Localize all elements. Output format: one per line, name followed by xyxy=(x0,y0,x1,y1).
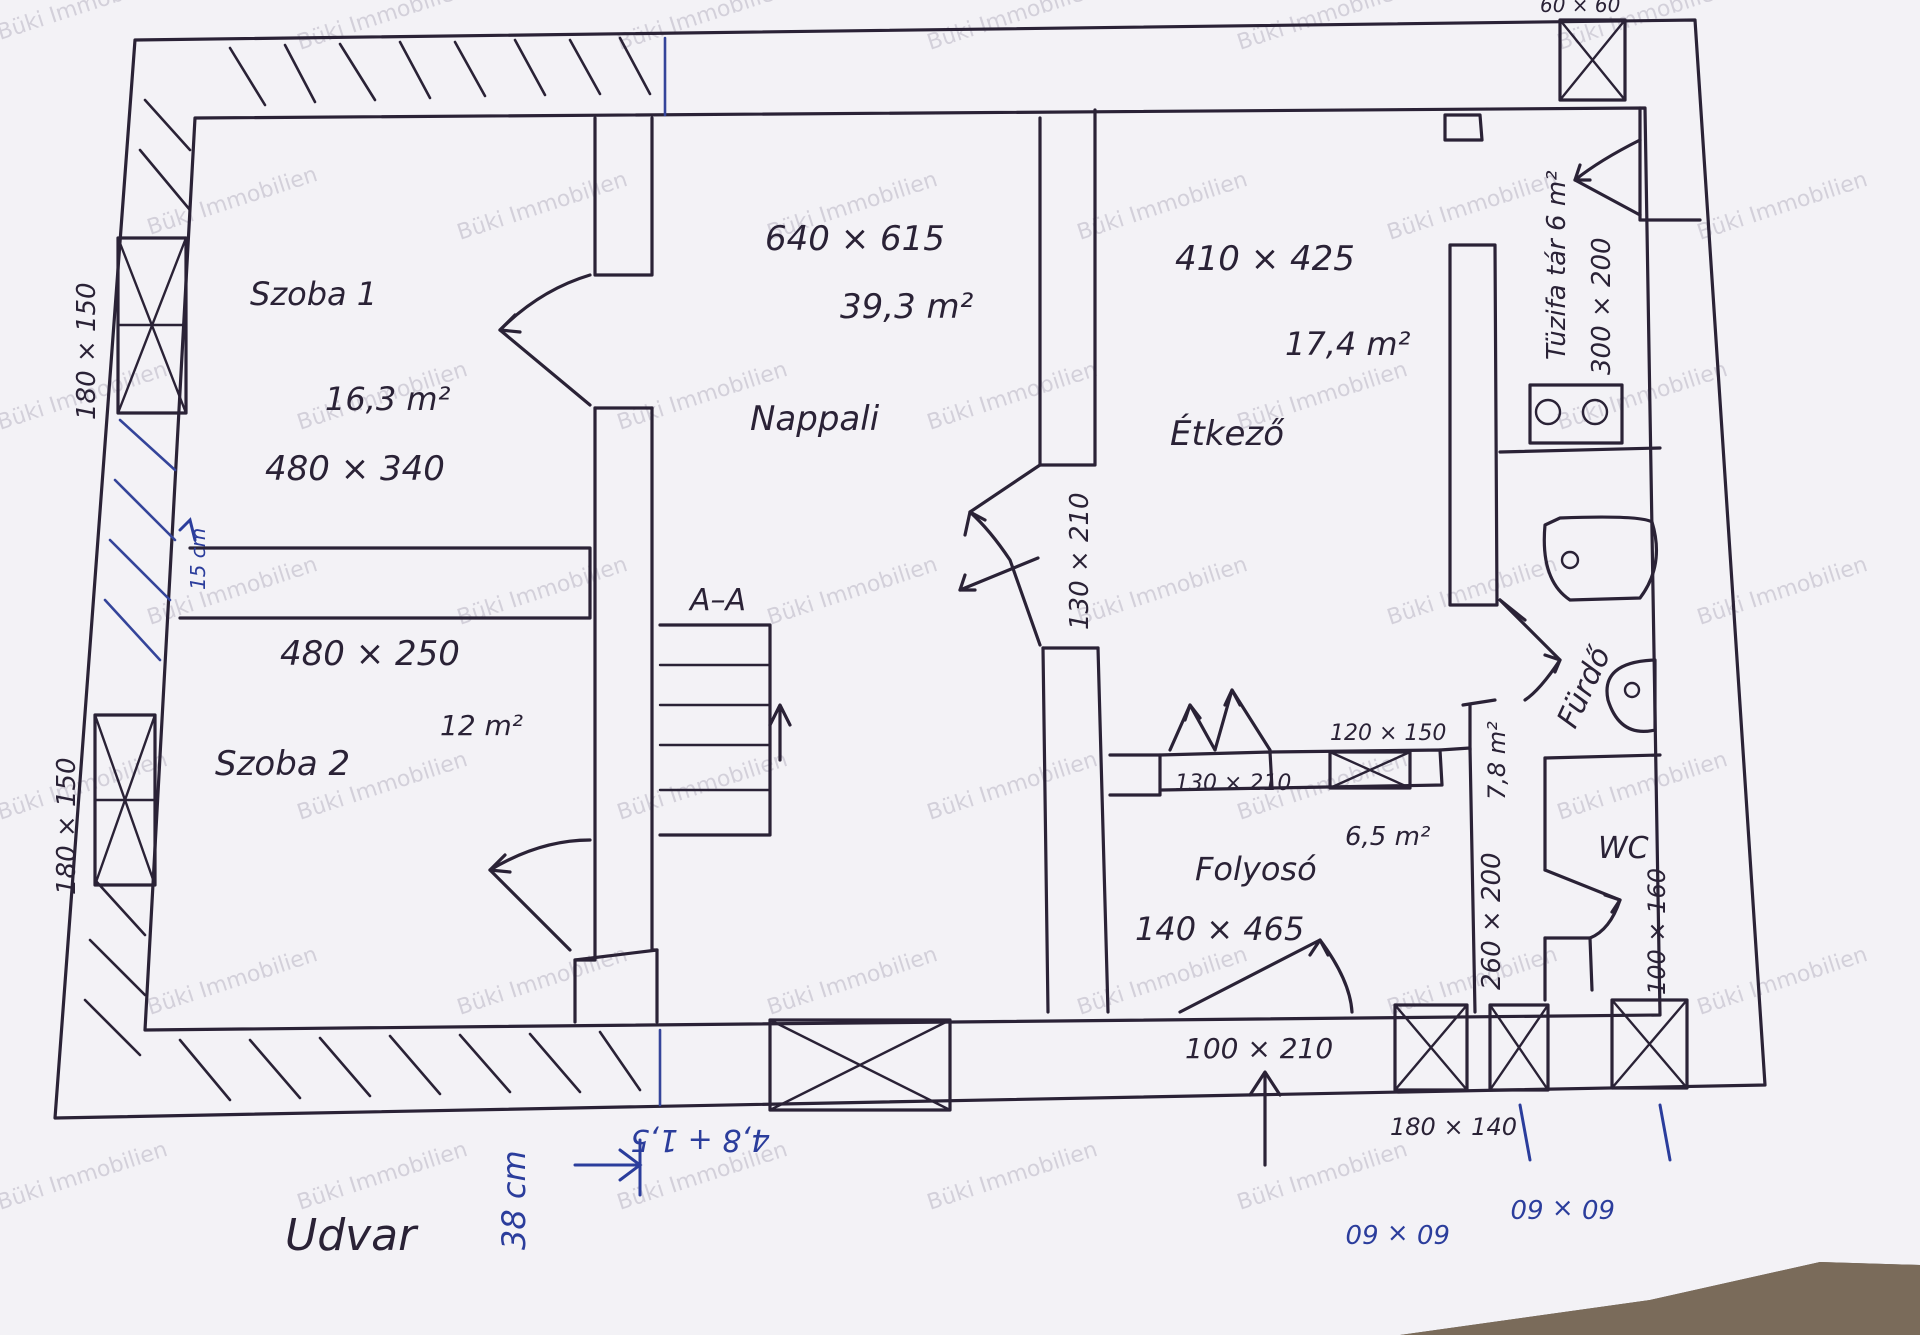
windows xyxy=(93,18,1689,1112)
room-dims-folyoso: 140 × 465 xyxy=(1135,910,1304,948)
hall-door-box xyxy=(1328,750,1412,790)
stove-fixture xyxy=(1528,383,1624,445)
room-dims-szoba2: 480 × 250 xyxy=(280,634,460,674)
udvar-label: Udvar xyxy=(285,1210,419,1261)
window-bottom-1 xyxy=(1393,1003,1469,1092)
room-dims-szoba1: 480 × 340 xyxy=(265,449,445,489)
bathtub xyxy=(1542,515,1658,602)
room-area-etkezo: 17,4 m² xyxy=(1285,325,1411,363)
wall-hatching xyxy=(83,36,667,1107)
label-door-hall1: 130 × 210 xyxy=(1175,771,1291,796)
opening-labels: 180 × 150 180 × 150 60 × 60 130 × 210 13… xyxy=(52,0,1671,1248)
bathroom-fixtures xyxy=(1528,383,1658,733)
window-front xyxy=(768,1018,952,1112)
sink xyxy=(1605,658,1657,733)
outer-walls xyxy=(53,18,1767,1120)
door-swings xyxy=(488,138,1642,1014)
kamra-size-label: 300 × 200 xyxy=(1587,237,1617,375)
label-door-wc: 100 × 160 xyxy=(1643,868,1671,995)
room-area-nappali: 39,3 m² xyxy=(840,287,974,327)
stair-label: A–A xyxy=(688,583,746,618)
room-area-szoba2: 12 m² xyxy=(440,709,523,742)
label-window-left-bottom: 180 × 150 xyxy=(52,757,82,895)
label-window-front: 180 × 140 xyxy=(1390,1113,1517,1141)
label-front-small: 4,8 + 1,5 xyxy=(630,1122,770,1157)
room-labels: Szoba 1 16,3 m² 480 × 340 480 × 250 12 m… xyxy=(215,170,1649,1261)
window-bottom-2 xyxy=(1488,1003,1550,1092)
wall-width-label: 38 cm xyxy=(495,1150,533,1250)
label-entrance: 100 × 210 xyxy=(1185,1032,1333,1065)
room-area-szoba1: 16,3 m² xyxy=(325,380,451,418)
room-dims-etkezo: 410 × 425 xyxy=(1175,239,1355,279)
room-name-etkezo: Étkező xyxy=(1170,413,1285,454)
label-window-left-top: 180 × 150 xyxy=(72,282,102,420)
room-name-nappali: Nappali xyxy=(750,399,880,439)
kamra-label: Tüzifa tár 6 m² xyxy=(1542,170,1572,360)
blue-annotations xyxy=(178,517,1672,1197)
window-bottom-3 xyxy=(1610,998,1689,1090)
room-name-wc: WC xyxy=(1598,831,1649,866)
staircase xyxy=(658,623,792,837)
label-door-dining: 130 × 210 xyxy=(1065,492,1095,630)
window-top-right xyxy=(1558,18,1627,102)
entrance-arrow xyxy=(1248,1070,1282,1167)
label-window-small2: 60 × 60 xyxy=(1511,1193,1615,1223)
label-door-bath: 260 × 200 xyxy=(1477,852,1507,990)
table-edge xyxy=(1400,1262,1920,1335)
room-area-furdo: 7,8 m² xyxy=(1483,721,1511,800)
room-name-szoba1: Szoba 1 xyxy=(250,275,377,313)
label-window-top-right: 60 × 60 xyxy=(1540,0,1620,17)
room-area-folyoso: 6,5 m² xyxy=(1345,822,1430,852)
label-window-small1: 60 × 60 xyxy=(1346,1218,1450,1248)
room-name-folyoso: Folyosó xyxy=(1195,850,1317,888)
room-name-szoba2: Szoba 2 xyxy=(215,744,350,784)
room-dims-nappali: 640 × 615 xyxy=(765,219,945,259)
label-door-hall2: 120 × 150 xyxy=(1330,721,1446,746)
label-stripe-small: 15 cm xyxy=(186,528,210,590)
